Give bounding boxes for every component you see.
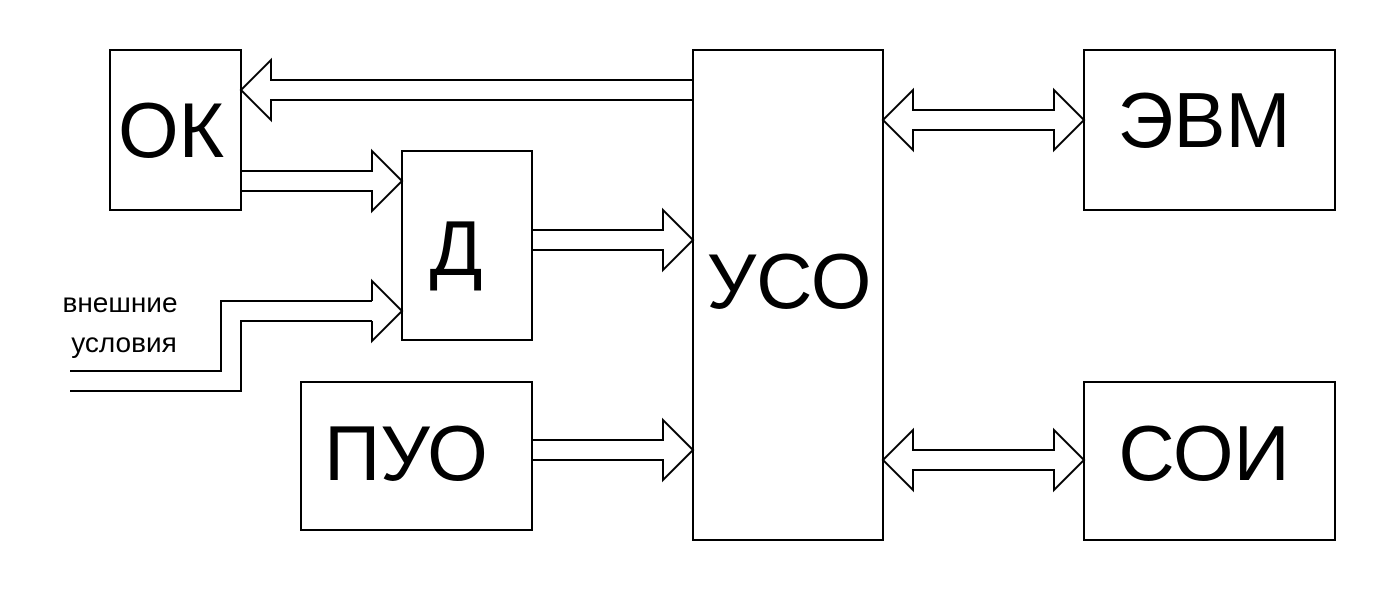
block-ok: ОК (109, 49, 242, 211)
block-evm: ЭВМ (1083, 49, 1336, 211)
block-d: Д (401, 150, 533, 341)
external-input-wire-lower (70, 320, 372, 392)
block-d-label: Д (430, 204, 483, 292)
arrow-puo-to-uso (531, 417, 695, 483)
arrow-ok-to-d (240, 148, 404, 214)
arrow-uso-soi-bidirectional (881, 427, 1086, 493)
external-conditions-label-line2: условия (71, 327, 177, 358)
block-puo-label: ПУО (324, 409, 488, 497)
block-puo: ПУО (300, 381, 533, 531)
arrow-d-to-uso (531, 207, 695, 273)
block-uso-label: УСО (707, 237, 872, 325)
block-soi: СОИ (1083, 381, 1336, 541)
block-evm-label: ЭВМ (1117, 76, 1290, 164)
block-ok-label: ОК (118, 86, 224, 174)
block-uso: УСО (692, 49, 884, 541)
external-input-arrowhead (371, 278, 404, 344)
arrow-uso-evm-bidirectional (881, 87, 1086, 153)
external-input-wire-upper (70, 300, 372, 372)
block-soi-label: СОИ (1118, 409, 1289, 497)
external-conditions-label-line1: внешние (62, 287, 177, 318)
arrow-uso-to-ok (239, 57, 694, 123)
